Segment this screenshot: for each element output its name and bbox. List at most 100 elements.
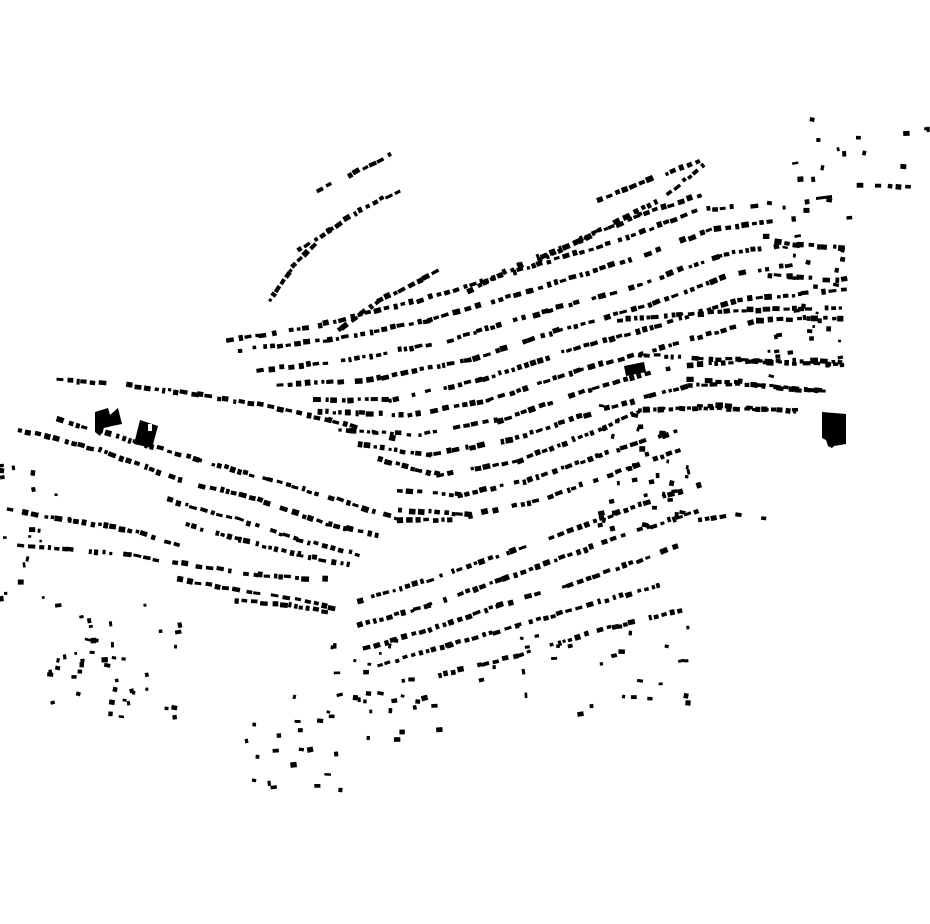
building xyxy=(674,448,682,454)
building xyxy=(426,577,435,584)
building xyxy=(174,629,182,635)
building xyxy=(580,321,586,327)
building xyxy=(428,508,432,514)
building xyxy=(292,694,297,700)
building xyxy=(143,463,149,471)
building xyxy=(325,226,335,234)
building xyxy=(810,176,816,183)
building xyxy=(492,629,501,636)
building xyxy=(665,269,675,278)
building xyxy=(397,286,406,294)
building xyxy=(370,396,378,402)
building xyxy=(573,323,579,330)
building xyxy=(216,565,225,572)
building xyxy=(229,465,237,474)
building xyxy=(711,304,719,311)
building xyxy=(425,469,432,477)
building xyxy=(414,450,422,457)
building xyxy=(406,432,412,437)
building xyxy=(276,343,284,349)
building xyxy=(663,313,668,319)
building xyxy=(327,416,333,424)
building xyxy=(615,220,625,229)
building xyxy=(530,262,537,269)
building xyxy=(482,352,492,358)
building xyxy=(526,475,534,483)
building xyxy=(127,437,133,445)
building xyxy=(84,637,92,642)
building xyxy=(450,568,456,574)
building xyxy=(39,545,45,550)
building xyxy=(646,315,651,320)
building xyxy=(524,645,530,649)
building xyxy=(708,277,719,286)
building xyxy=(268,366,276,373)
building xyxy=(573,633,582,641)
building xyxy=(589,429,595,437)
building xyxy=(546,307,554,314)
building xyxy=(566,487,572,494)
building xyxy=(432,518,439,524)
building xyxy=(712,207,719,212)
building xyxy=(219,486,225,494)
building xyxy=(298,605,304,610)
building xyxy=(566,581,574,589)
building xyxy=(614,468,623,475)
building xyxy=(574,459,580,466)
building xyxy=(414,343,423,349)
building xyxy=(256,401,264,407)
building xyxy=(683,692,689,699)
building xyxy=(782,245,788,250)
building xyxy=(255,754,260,759)
building xyxy=(568,302,573,308)
building xyxy=(810,315,818,322)
building xyxy=(442,622,447,628)
building xyxy=(245,520,252,527)
building xyxy=(290,261,298,269)
building xyxy=(767,349,771,353)
building xyxy=(666,516,672,523)
building xyxy=(327,521,333,528)
building xyxy=(430,646,437,653)
building xyxy=(696,382,700,387)
building xyxy=(734,223,740,230)
building xyxy=(783,385,789,390)
building xyxy=(762,306,771,312)
building xyxy=(648,479,655,485)
building xyxy=(88,549,93,555)
building xyxy=(650,314,659,320)
building xyxy=(442,670,449,677)
building xyxy=(597,292,607,300)
building xyxy=(369,709,373,714)
building xyxy=(368,353,374,360)
building xyxy=(647,301,653,309)
building xyxy=(605,359,615,366)
building xyxy=(592,477,599,484)
building xyxy=(663,295,670,302)
building xyxy=(237,536,243,543)
building xyxy=(406,517,413,523)
building xyxy=(337,379,345,385)
building xyxy=(289,549,295,557)
building xyxy=(335,336,340,342)
building xyxy=(293,603,299,610)
building xyxy=(659,546,669,555)
building xyxy=(348,427,357,434)
building xyxy=(514,411,521,417)
building xyxy=(826,326,832,332)
building xyxy=(447,517,453,523)
building xyxy=(566,325,572,330)
building xyxy=(710,514,718,522)
building xyxy=(333,751,339,757)
building xyxy=(371,508,377,515)
building xyxy=(606,260,616,269)
building xyxy=(611,404,619,409)
building xyxy=(794,388,802,393)
building xyxy=(679,383,689,391)
building xyxy=(619,259,626,266)
building xyxy=(374,532,380,539)
building xyxy=(658,274,665,281)
building xyxy=(315,338,320,343)
building xyxy=(481,278,489,286)
